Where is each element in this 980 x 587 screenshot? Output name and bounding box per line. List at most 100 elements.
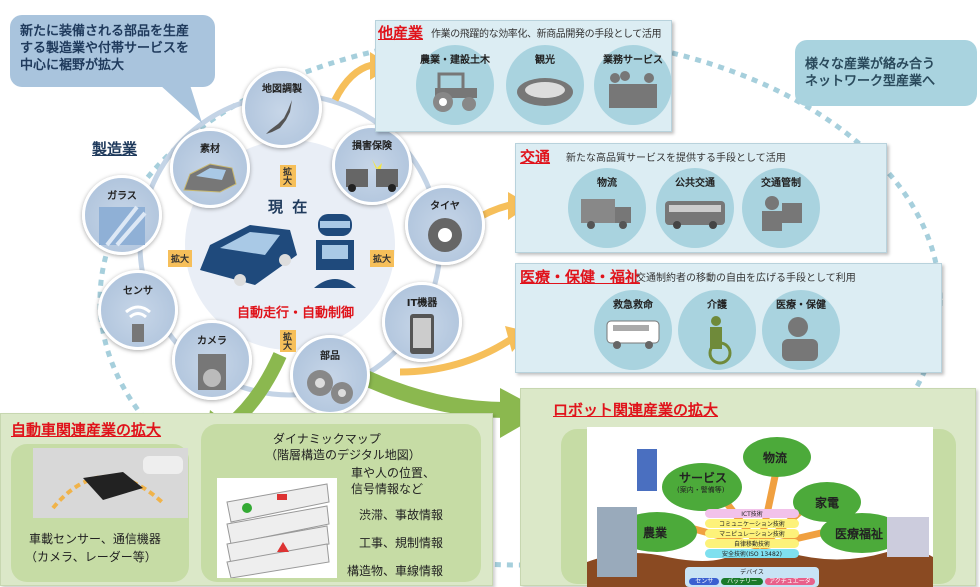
car-sensor-image (33, 448, 188, 518)
bubble-line: する製造業や付帯サービスを (20, 41, 190, 56)
dynamic-map-panel: ダイナミックマップ （階層構造のデジタル地図） 車や人の位置、 信号情報など 渋… (201, 424, 481, 582)
doctor-icon (782, 317, 818, 361)
node-label: 素材 (200, 144, 220, 155)
car-body-icon (183, 163, 237, 193)
bubble-line: 新たに装備される部品を生産 (20, 24, 190, 39)
panel-transport: 交通 新たな高品質サービスを提供する手段として活用 物流 公共交通 交通管制 (515, 143, 887, 253)
arrow-to-other (331, 61, 373, 102)
node-material: 素材 (170, 128, 250, 208)
item-business-service: 業務サービス (594, 45, 672, 125)
device-sensor: センサ (689, 578, 720, 585)
item-health: 医療・保健 (762, 290, 840, 370)
tractor-icon (433, 72, 477, 112)
tablet-icon (410, 314, 434, 354)
panel-title: 医療・保健・福祉 (520, 268, 641, 286)
panel-subtitle: 作業の飛躍的な効率化、新商品開発の手段として活用 (431, 29, 662, 40)
bubble-line: 中心に裾野が拡大 (20, 58, 125, 73)
item-label: 物流 (597, 178, 617, 189)
right-speech-bubble: 様々な産業が絡み合う ネットワーク型産業へ (795, 40, 977, 106)
device-battery: バッテリー (721, 578, 764, 585)
layer-label: 渋滞、事故情報 (359, 508, 444, 522)
glass-icon (99, 205, 147, 247)
expand-right-arrow: 拡大 (370, 250, 395, 267)
item-label: 公共交通 (675, 178, 715, 189)
device-label: デバイス (740, 569, 764, 576)
cloud-appliances: 家電 (815, 496, 840, 510)
japan-map-icon (266, 100, 292, 134)
node-label: カメラ (197, 336, 227, 347)
layer-label: 車や人の位置、 (351, 466, 436, 480)
expand-down-arrow: 拡大 (280, 330, 296, 352)
node-label: センサ (123, 286, 153, 297)
layer-label: 構造物、車線情報 (347, 564, 444, 578)
wifi-sensor-icon (125, 305, 151, 342)
autonomous-car-icon (200, 225, 297, 286)
item-tourism: 観光 (506, 45, 584, 125)
cloud-service-sub: (案内・警備等) (677, 486, 725, 494)
gears-icon (307, 370, 353, 404)
item-care: 介護 (678, 290, 756, 370)
item-label: 観光 (535, 55, 555, 66)
node-label: 地図調製 (262, 84, 302, 95)
node-insurance: 損害保険 (332, 125, 412, 205)
manufacturing-label: 製造業 (92, 140, 138, 158)
item-label: 農業・建設土木 (420, 55, 490, 66)
bubble-tail (160, 85, 202, 123)
hot-spring-icon (517, 78, 573, 106)
node-it-device: IT機器 (382, 282, 462, 362)
node-label: IT機器 (406, 298, 438, 309)
meeting-icon (609, 71, 657, 108)
node-map: 地図調製 (242, 68, 322, 148)
sensor-caption: （カメラ、レーダー等） (25, 550, 157, 564)
panel-title: 他産業 (378, 24, 424, 42)
expand-up-arrow: 拡大 (280, 165, 296, 187)
robot-icon (314, 214, 356, 288)
item-traffic-control: 交通管制 (742, 168, 820, 248)
panel-subtitle: 交通制約者の移動の自由を広げる手段として利用 (636, 273, 856, 284)
node-parts: 部品 (290, 335, 370, 415)
device-bar: デバイス センサ バッテリー アクチュエータ (685, 567, 819, 587)
tech-manipulation: マニピュレーション技術 (705, 529, 799, 538)
node-label: タイヤ (430, 201, 460, 212)
device-actuator: アクチュエータ (765, 578, 815, 585)
cloud-logistics: 物流 (763, 451, 788, 465)
ambulance-icon (606, 320, 660, 349)
node-label: ガラス (107, 191, 137, 202)
operator-icon (762, 196, 802, 231)
tire-icon (428, 218, 462, 252)
map-title: ダイナミックマップ (273, 432, 381, 446)
tech-autonomous-mobility: 自律移動技術 (705, 539, 799, 548)
auto-box-title: 自動車関連産業の拡大 (11, 421, 162, 439)
item-emergency: 救急救命 (594, 290, 672, 370)
item-label: 救急救命 (613, 300, 653, 311)
item-label: 介護 (707, 300, 727, 311)
cloud-service: サービス (679, 471, 728, 485)
tech-safety: 安全技術(ISO 13482) (705, 549, 799, 558)
truck-icon (581, 199, 631, 229)
panel-title: 交通 (520, 148, 551, 166)
cloud-medical: 医療福祉 (835, 527, 884, 541)
tech-ict: ICT技術 (705, 509, 799, 518)
tech-stack: ICT技術 コミュニケーション技術 マニピュレーション技術 自律移動技術 安全技… (705, 509, 799, 558)
layered-map-image (217, 478, 337, 578)
bubble-line: ネットワーク型産業へ (805, 74, 936, 89)
car-crash-icon (346, 159, 398, 192)
tech-communication: コミュニケーション技術 (705, 519, 799, 528)
item-label: 医療・保健 (776, 300, 826, 311)
robot-industry-box: ロボット関連産業の拡大 サービス (案内・警備等) 物流 家電 農業 医療福祉 … (520, 388, 976, 587)
center-caption: 自動走行・自動制御 (237, 306, 355, 321)
node-tire: タイヤ (405, 185, 485, 265)
center-title: 現 在 (268, 198, 310, 216)
node-camera: カメラ (172, 320, 252, 400)
layer-label: 工事、規制情報 (359, 536, 444, 550)
node-label: 損害保険 (352, 141, 392, 152)
bubble-line: 様々な産業が絡み合う (805, 57, 936, 72)
arrow-to-medical (399, 337, 512, 376)
wheelchair-icon (708, 316, 732, 365)
node-label: 部品 (320, 351, 340, 362)
tree-graphic (587, 437, 933, 587)
panel-subtitle: 新たな高品質サービスを提供する手段として活用 (566, 153, 786, 164)
item-agriculture: 農業・建設土木 (416, 45, 494, 125)
item-label: 業務サービス (603, 55, 663, 66)
camera-icon (198, 354, 226, 390)
